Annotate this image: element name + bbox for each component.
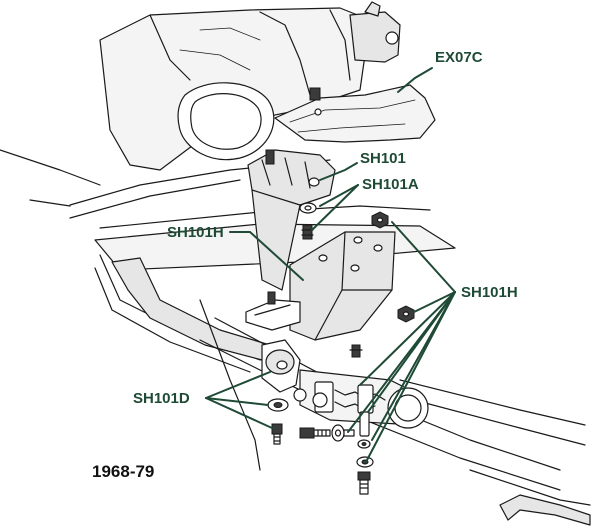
mount-sh101 [247, 149, 336, 291]
leader-sh101h-r3 [359, 291, 456, 386]
leader-sh101d-3 [205, 397, 273, 429]
label-sh101h-right: SH101H [461, 284, 518, 301]
label-sh101a: SH101A [362, 176, 419, 193]
leader-sh101h-left [229, 231, 304, 281]
year-range-label: 1968-79 [92, 462, 154, 481]
leader-sh101a-1 [319, 184, 359, 207]
callout-leaders [205, 67, 456, 463]
lower-mount-assembly [261, 339, 429, 429]
label-ex07c: EX07C [435, 49, 483, 66]
leader-ex07c [397, 67, 433, 93]
transmission-housing [99, 1, 401, 171]
leader-sh101d-2 [205, 397, 269, 406]
heat-shield-ex07c [274, 84, 436, 143]
leader-sh101h-r1 [391, 221, 456, 293]
leader-sh101a-2 [311, 184, 359, 231]
label-sh101: SH101 [360, 150, 406, 167]
hardware-sh101a [299, 202, 317, 240]
leader-sh101h-r5 [347, 291, 456, 433]
crossmember-bracket [245, 211, 415, 358]
leader-sh101h-r2 [413, 291, 456, 313]
leader-sh101 [319, 162, 358, 181]
label-sh101d: SH101D [133, 390, 190, 407]
bolts-lower-right [299, 411, 374, 495]
leader-sh101h-r7 [365, 291, 456, 463]
leader-sh101d-1 [205, 371, 271, 399]
label-sh101h-left: SH101H [167, 224, 224, 241]
hardware-sh101d [267, 398, 289, 445]
